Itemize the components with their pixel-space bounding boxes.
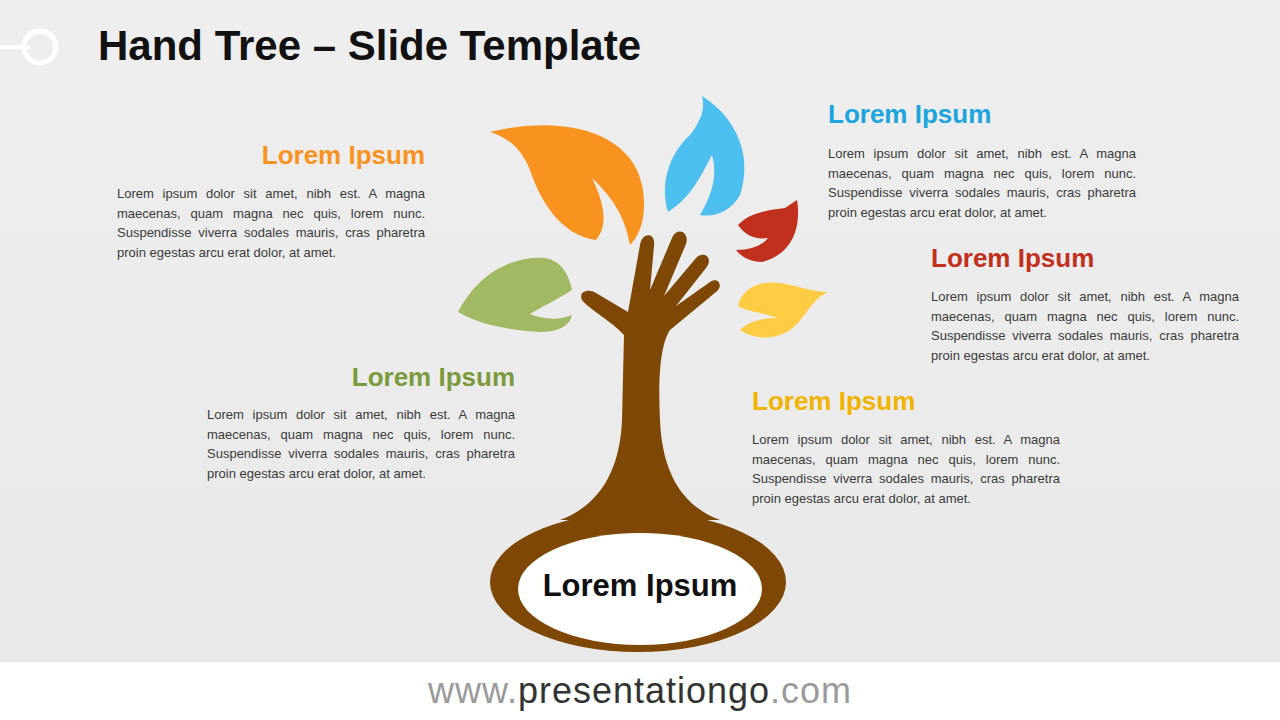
slide-title: Hand Tree – Slide Template <box>98 22 641 70</box>
website-url: www. <box>428 670 518 712</box>
section-heading: Lorem Ipsum <box>752 386 915 416</box>
section-heading: Lorem Ipsum <box>352 362 515 392</box>
section-body: Lorem ipsum dolor sit amet, nibh est. A … <box>752 430 1060 508</box>
section-body: Lorem ipsum dolor sit amet, nibh est. A … <box>207 405 515 483</box>
node-text: Lorem Ipsum <box>543 568 738 604</box>
section-body: Lorem ipsum dolor sit amet, nibh est. A … <box>828 144 1136 222</box>
section-body: Lorem ipsum dolor sit amet, nibh est. A … <box>117 184 425 262</box>
website-url: presentationgo <box>518 670 770 712</box>
footer-band: www.presentationgo.com <box>0 662 1280 720</box>
section-heading: Lorem Ipsum <box>931 243 1094 273</box>
section-heading: Lorem Ipsum <box>262 140 425 170</box>
website-url: .com <box>770 670 852 712</box>
section-heading: Lorem Ipsum <box>828 99 991 129</box>
root-ellipse: Lorem Ipsum <box>518 533 762 645</box>
section-body: Lorem ipsum dolor sit amet, nibh est. A … <box>931 287 1239 365</box>
